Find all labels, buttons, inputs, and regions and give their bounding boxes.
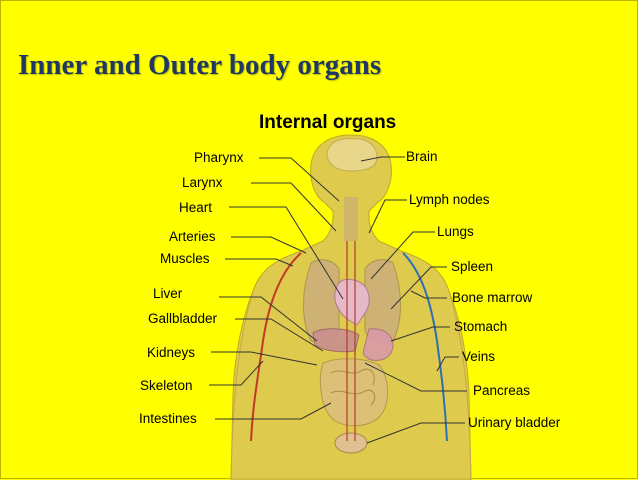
- label-liver: Liver: [153, 286, 182, 302]
- trachea-shape: [344, 197, 358, 241]
- label-lungs: Lungs: [437, 224, 474, 240]
- label-lymph-nodes: Lymph nodes: [409, 192, 490, 208]
- label-pancreas: Pancreas: [473, 383, 530, 399]
- label-larynx: Larynx: [182, 175, 223, 191]
- label-heart: Heart: [179, 200, 212, 216]
- label-arteries: Arteries: [169, 229, 216, 245]
- label-muscles: Muscles: [160, 251, 210, 267]
- label-kidneys: Kidneys: [147, 345, 195, 361]
- label-veins: Veins: [462, 349, 495, 365]
- label-gallbladder: Gallbladder: [148, 311, 217, 327]
- label-urinary-bladder: Urinary bladder: [468, 415, 560, 431]
- label-intestines: Intestines: [139, 411, 197, 427]
- label-spleen: Spleen: [451, 259, 493, 275]
- label-stomach: Stomach: [454, 319, 507, 335]
- label-bone-marrow: Bone marrow: [452, 290, 532, 306]
- label-skeleton: Skeleton: [140, 378, 193, 394]
- label-pharynx: Pharynx: [194, 150, 244, 166]
- bladder-shape: [335, 433, 367, 453]
- label-brain: Brain: [406, 149, 438, 165]
- brain-shape: [327, 139, 377, 171]
